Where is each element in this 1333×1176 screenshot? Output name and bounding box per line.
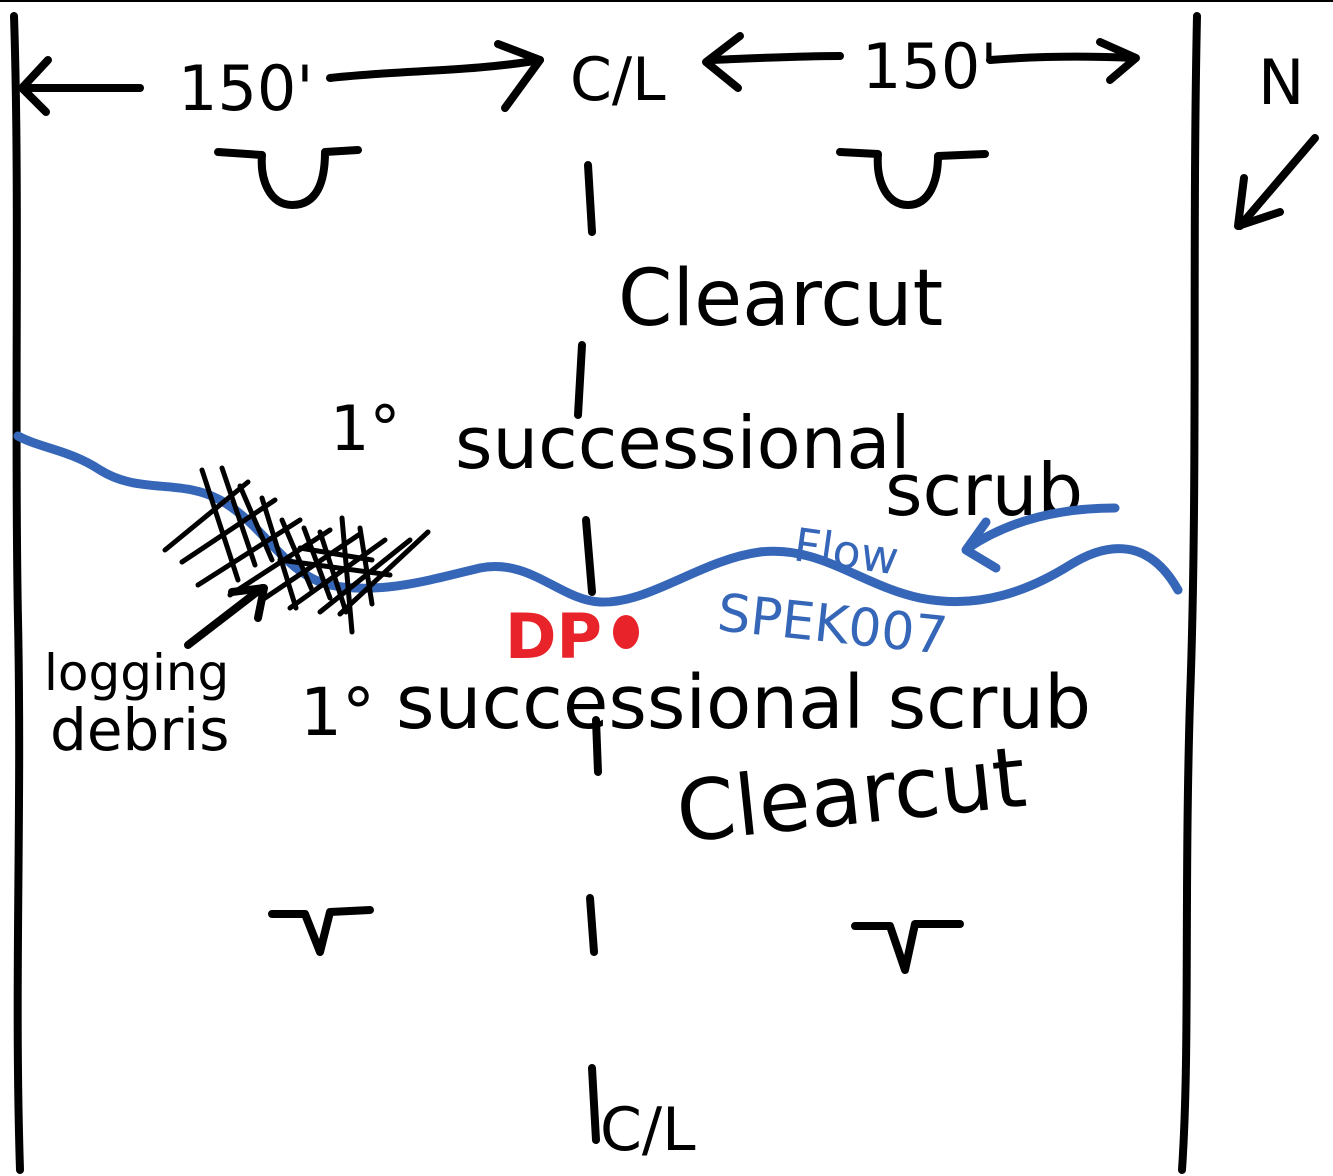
lower-clearcut-label: Clearcut: [672, 728, 1031, 862]
left-width-label: 150': [178, 52, 313, 125]
debris-pointer-arrow: [184, 584, 268, 649]
upland-symbol-bottom-left: [268, 906, 374, 956]
data-point-marker-icon: [613, 615, 639, 649]
centerline-label-top: C/L: [570, 45, 666, 115]
flow-arrow-icon: [961, 503, 1120, 573]
left-dimension-arrow: [18, 40, 544, 116]
data-point-label: DP: [505, 600, 602, 673]
north-label: N: [1258, 46, 1304, 119]
upland-symbol-bottom-right: [851, 920, 964, 974]
right-boundary-line: [1178, 12, 1201, 1174]
upper-clearcut-label: Clearcut: [618, 254, 943, 344]
upland-symbol-top-right: [836, 148, 989, 209]
debris-label-line2: debris: [50, 696, 230, 764]
stream-line: [13, 431, 1183, 607]
left-boundary-line: [10, 12, 24, 1174]
lower-scrub-label: successional scrub: [396, 660, 1091, 746]
lower-scrub-prefix: 1°: [300, 674, 375, 751]
centerline-label-bottom: C/L: [600, 1095, 696, 1165]
north-arrow-icon: [1234, 134, 1319, 230]
upper-scrub-label-line1: successional: [455, 401, 910, 485]
right-dimension-arrow: [702, 32, 1140, 92]
right-width-label: 150': [862, 30, 997, 103]
debris-label-line1: logging: [44, 644, 229, 702]
upper-scrub-prefix: 1°: [330, 392, 400, 465]
upland-symbol-top-left: [214, 146, 362, 209]
centerline-dashes: [574, 161, 602, 1144]
logging-debris-hatch: [162, 465, 431, 635]
